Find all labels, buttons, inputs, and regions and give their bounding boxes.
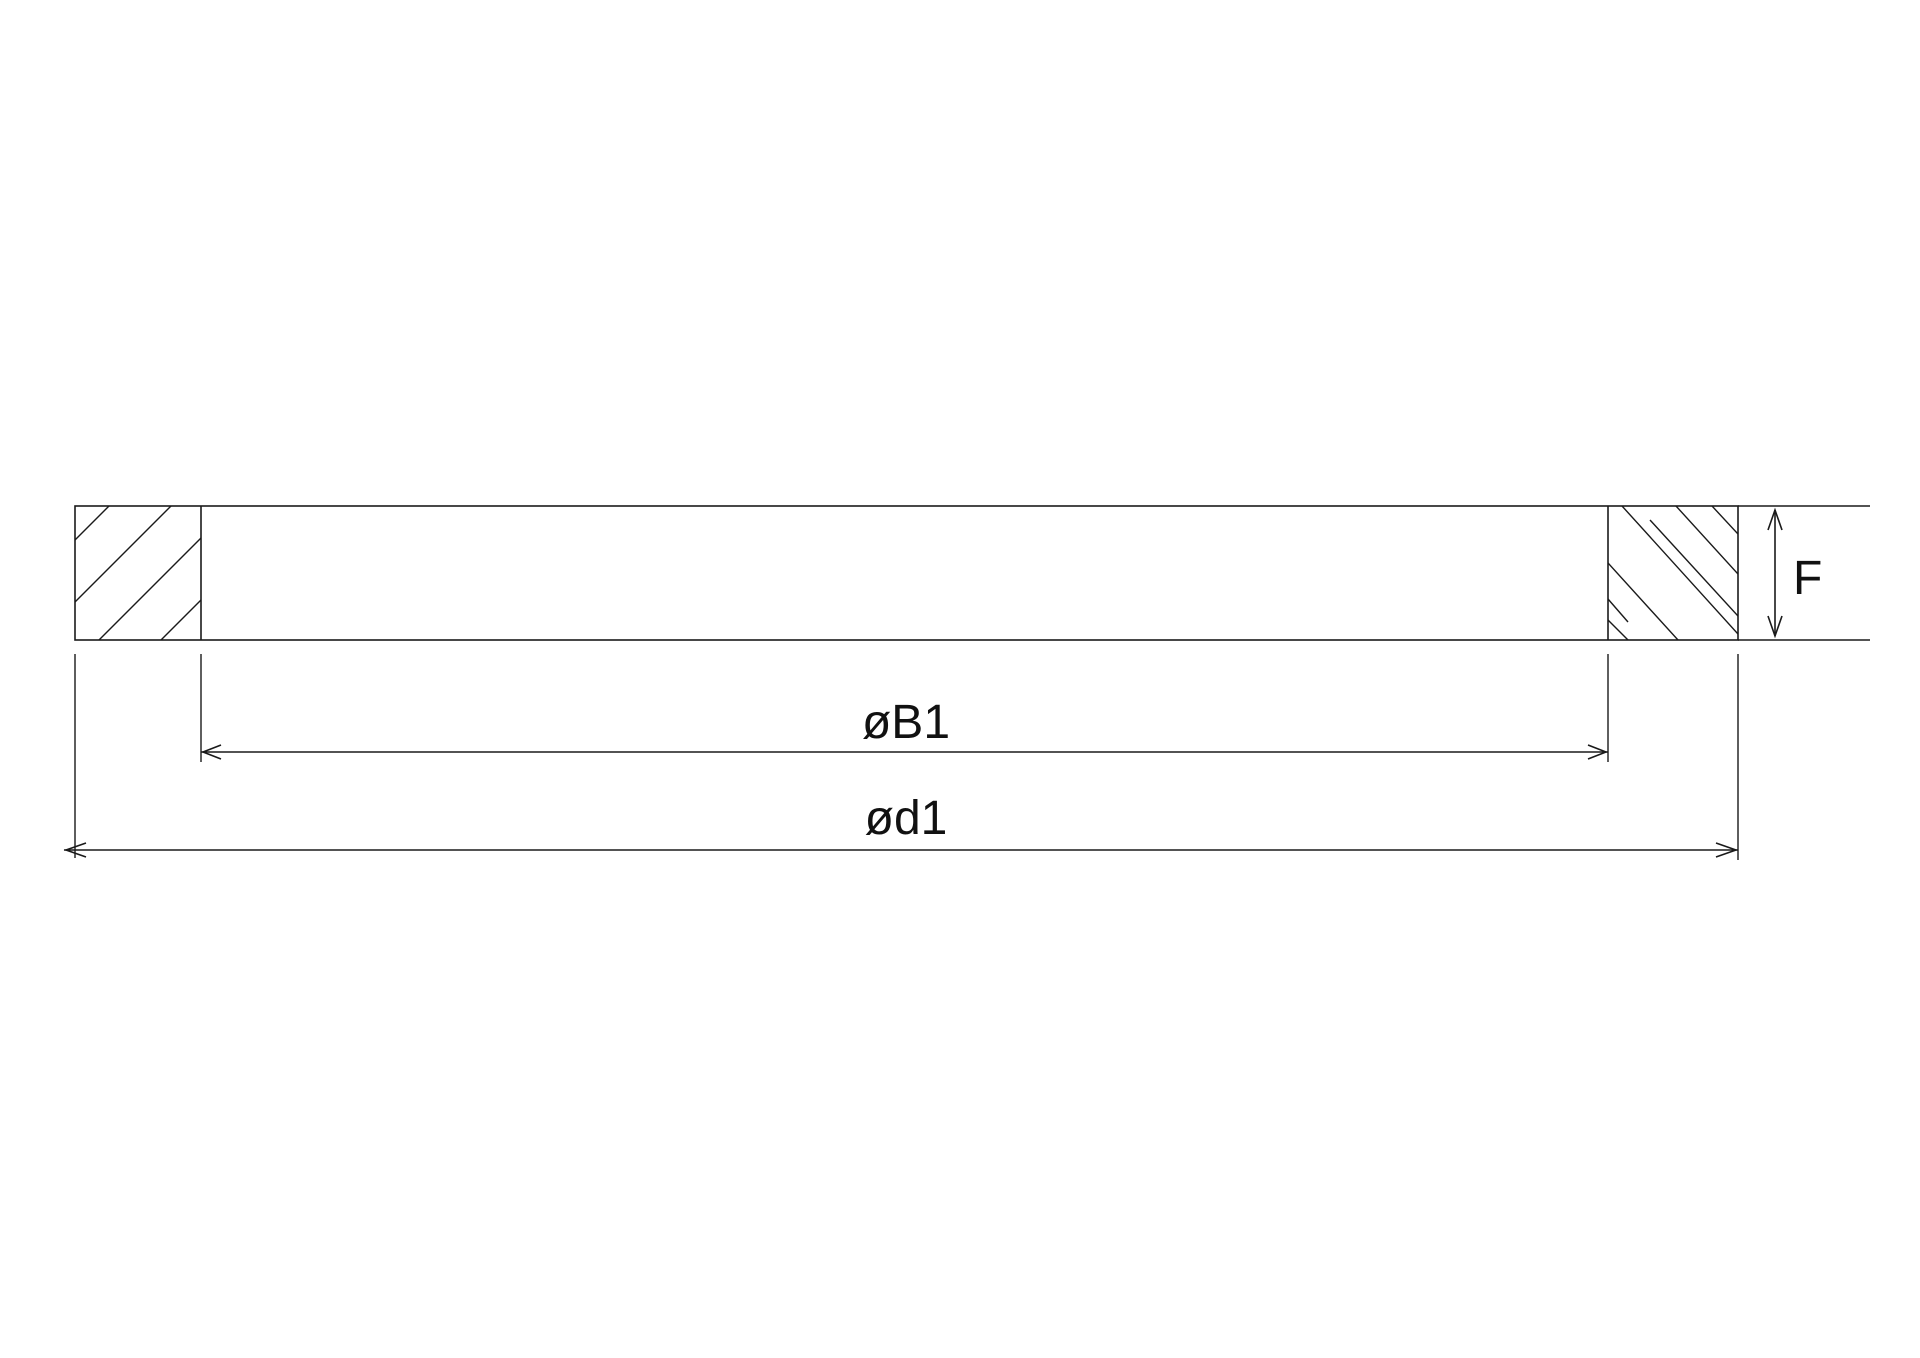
outer-diameter-dimension: ød1 [63, 792, 1739, 858]
left-hatch-section [75, 506, 201, 640]
thickness-dimension: F [1767, 507, 1822, 639]
ring-outer-outline [74, 505, 1739, 641]
ring-cross-section [74, 505, 1739, 641]
inner-diameter-dimension: øB1 [200, 696, 1609, 760]
outer-diameter-label: ød1 [865, 792, 948, 845]
thickness-label: F [1793, 552, 1822, 605]
inner-diameter-label: øB1 [862, 696, 950, 749]
right-hatch-section [1608, 506, 1738, 640]
extension-lines [74, 505, 1870, 860]
